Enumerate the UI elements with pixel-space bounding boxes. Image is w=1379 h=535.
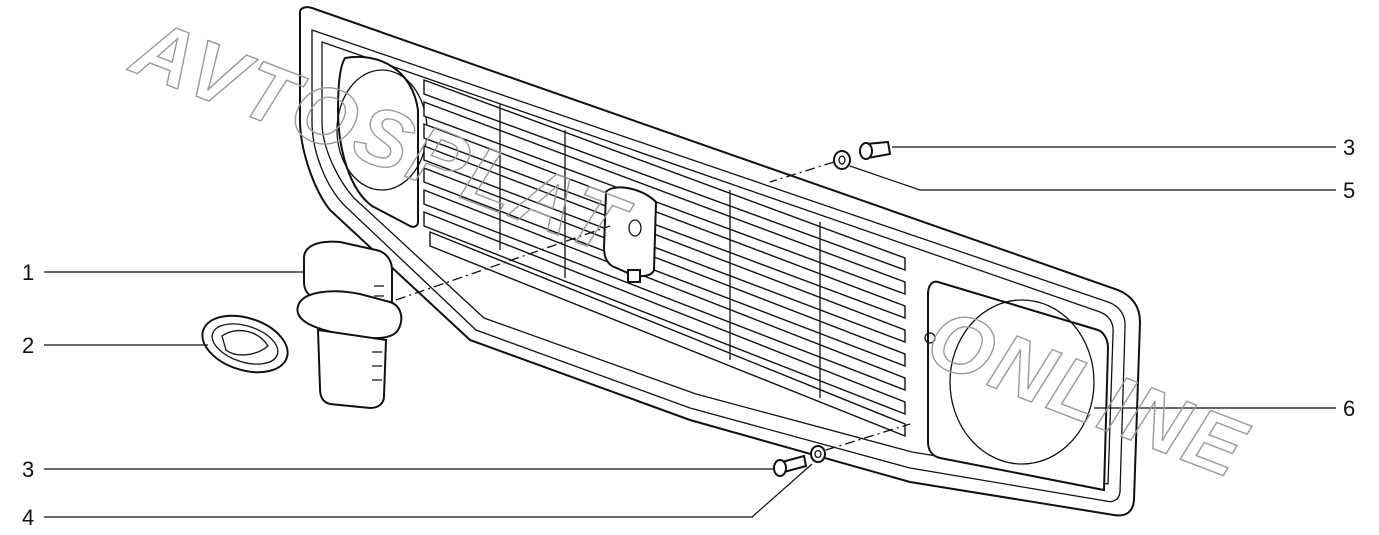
grille-slat [423, 144, 906, 344]
grille-slat [423, 166, 906, 368]
emblem-boat-icon [221, 329, 269, 356]
callout-3-upper: 3 [1343, 135, 1355, 160]
washer-lower [810, 445, 826, 463]
assembly-line-upper [769, 161, 835, 183]
callout-2: 2 [22, 333, 34, 358]
callout-numbers: 1 2 3 4 3 5 6 [22, 135, 1355, 530]
emblem-inner-ring [211, 323, 279, 365]
assembly-line-emblem [395, 225, 611, 301]
radiator-grille [299, 6, 1142, 517]
grille-slat [423, 100, 906, 296]
assembly-lines [395, 161, 911, 451]
emblem-badge [201, 314, 289, 374]
callout-3-lower: 3 [22, 457, 34, 482]
left-headlamp-opening [336, 55, 419, 228]
emblem-base-bottom [316, 328, 388, 410]
grille-slats [423, 78, 906, 438]
washer-lower-outer [810, 445, 826, 463]
grille-slat [423, 122, 906, 320]
leader-line-5 [849, 165, 1336, 191]
leader-lines [44, 146, 1336, 518]
screw-lower-head [773, 459, 787, 477]
emblem-base-part [296, 240, 403, 410]
washer-upper-outer [833, 150, 851, 170]
leader-line-4 [44, 463, 813, 518]
grille-slat [423, 210, 906, 416]
screw-upper [859, 140, 892, 160]
emblem-bracket-clip [627, 269, 641, 283]
washer-upper-hole [838, 155, 846, 165]
callout-1: 1 [22, 260, 34, 285]
emblem-outer-ring [201, 314, 289, 374]
emblem-base-flange [296, 290, 403, 340]
assembly-line-lower [825, 423, 911, 451]
right-headlamp-lens [949, 299, 1095, 465]
washer-upper [833, 150, 851, 170]
grille-slat [429, 230, 906, 438]
callout-5: 5 [1343, 178, 1355, 203]
washer-lower-hole [814, 449, 822, 459]
grille-inner-frame-2 [321, 41, 1114, 485]
grille-inner-frame [311, 29, 1126, 503]
grille-slat [423, 188, 906, 392]
callout-6: 6 [1343, 396, 1355, 421]
emblem-base-notches [372, 285, 384, 381]
screw-upper-head [859, 142, 873, 160]
callout-4: 4 [22, 505, 34, 530]
screw-lower [773, 454, 808, 477]
right-headlamp-opening [927, 280, 1110, 492]
emblem-bracket-hole [628, 219, 642, 237]
grille-mount-hole [924, 332, 936, 344]
grille-slat [423, 78, 906, 272]
